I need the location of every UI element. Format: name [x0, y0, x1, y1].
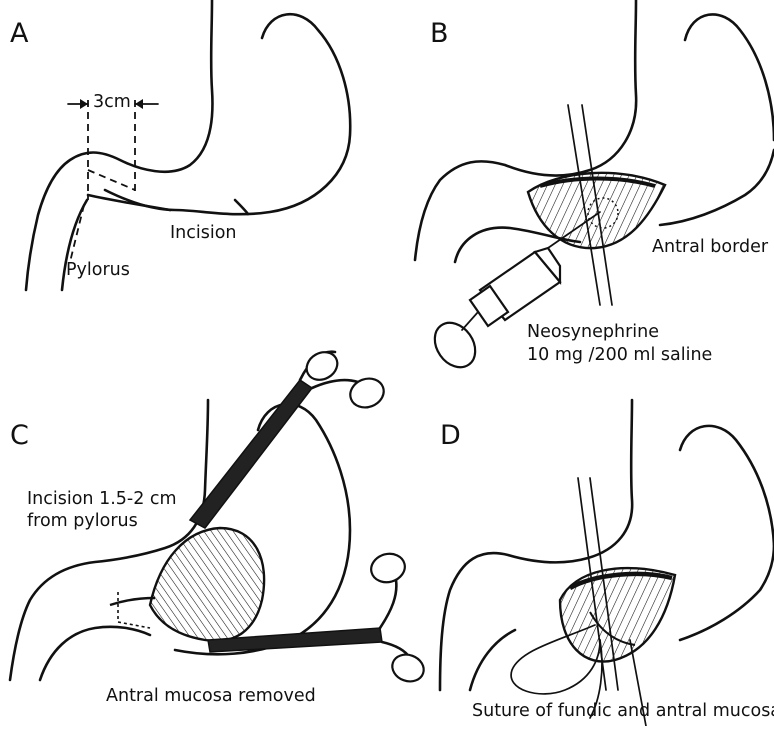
panel-a-duodenum-lower: [235, 200, 248, 214]
panel-c-letter: C: [10, 422, 29, 450]
panel-d-drawing: [440, 400, 774, 726]
panel-c-duodenum-lower: [40, 627, 150, 680]
panel-a-incision-label: Incision: [170, 224, 237, 242]
panel-d-caption: Suture of fundic and antral mucosa: [472, 702, 774, 720]
panel-c-upper-clamp-shaft2: [312, 380, 358, 388]
panel-a-stomach-lesser-curve: [26, 0, 212, 290]
panel-c-incision-line1: Incision 1.5-2 cm: [27, 490, 177, 508]
panel-b-right-curve: [660, 150, 774, 225]
panel-b-letter: B: [430, 20, 449, 48]
panel-d-lower-curve: [470, 630, 515, 690]
panel-b-stomach-greater-curve: [685, 14, 774, 140]
panel-c-lower-clamp-shaft1: [380, 580, 396, 628]
panel-b-drug-line1: Neosynephrine: [527, 323, 659, 341]
panel-b-antral-border-label: Antral border: [652, 238, 768, 256]
panel-b-drawing: [415, 0, 774, 375]
panel-b-syringe-plunger: [426, 315, 483, 375]
panel-d-letter: D: [440, 422, 461, 450]
panel-a-letter: A: [10, 20, 28, 48]
panel-a-measure-label: 3cm: [93, 93, 131, 111]
panel-c-lower-clamp-ring1: [368, 550, 408, 586]
panel-c-incision-line2: from pylorus: [27, 512, 138, 530]
panel-d-stomach-greater-curve: [680, 426, 774, 545]
panel-a-incision-line: [88, 195, 170, 210]
panel-c-lower-clamp-ring2: [389, 650, 428, 685]
panel-b-drug-line2: 10 mg /200 ml saline: [527, 346, 712, 364]
panel-c-caption: Antral mucosa removed: [106, 687, 316, 705]
panel-a-diagonal-guide: [88, 170, 135, 190]
panel-a-pylorus-label: Pylorus: [66, 261, 130, 279]
panel-b-plunger-rod: [462, 312, 478, 330]
panel-a-arrowhead-right: [135, 99, 143, 109]
panel-c-incision-edge: [110, 598, 155, 605]
panel-a-drawing: [26, 0, 350, 290]
panel-a-arrowhead-left: [80, 99, 88, 109]
panel-c-antral-mucosa: [150, 528, 264, 641]
panel-c-upper-clamp: [190, 347, 388, 528]
panel-c-stomach-lesser-curve: [10, 400, 208, 680]
panel-d-right-curve: [680, 545, 774, 640]
panel-a-stomach-greater-curve: [105, 14, 350, 214]
